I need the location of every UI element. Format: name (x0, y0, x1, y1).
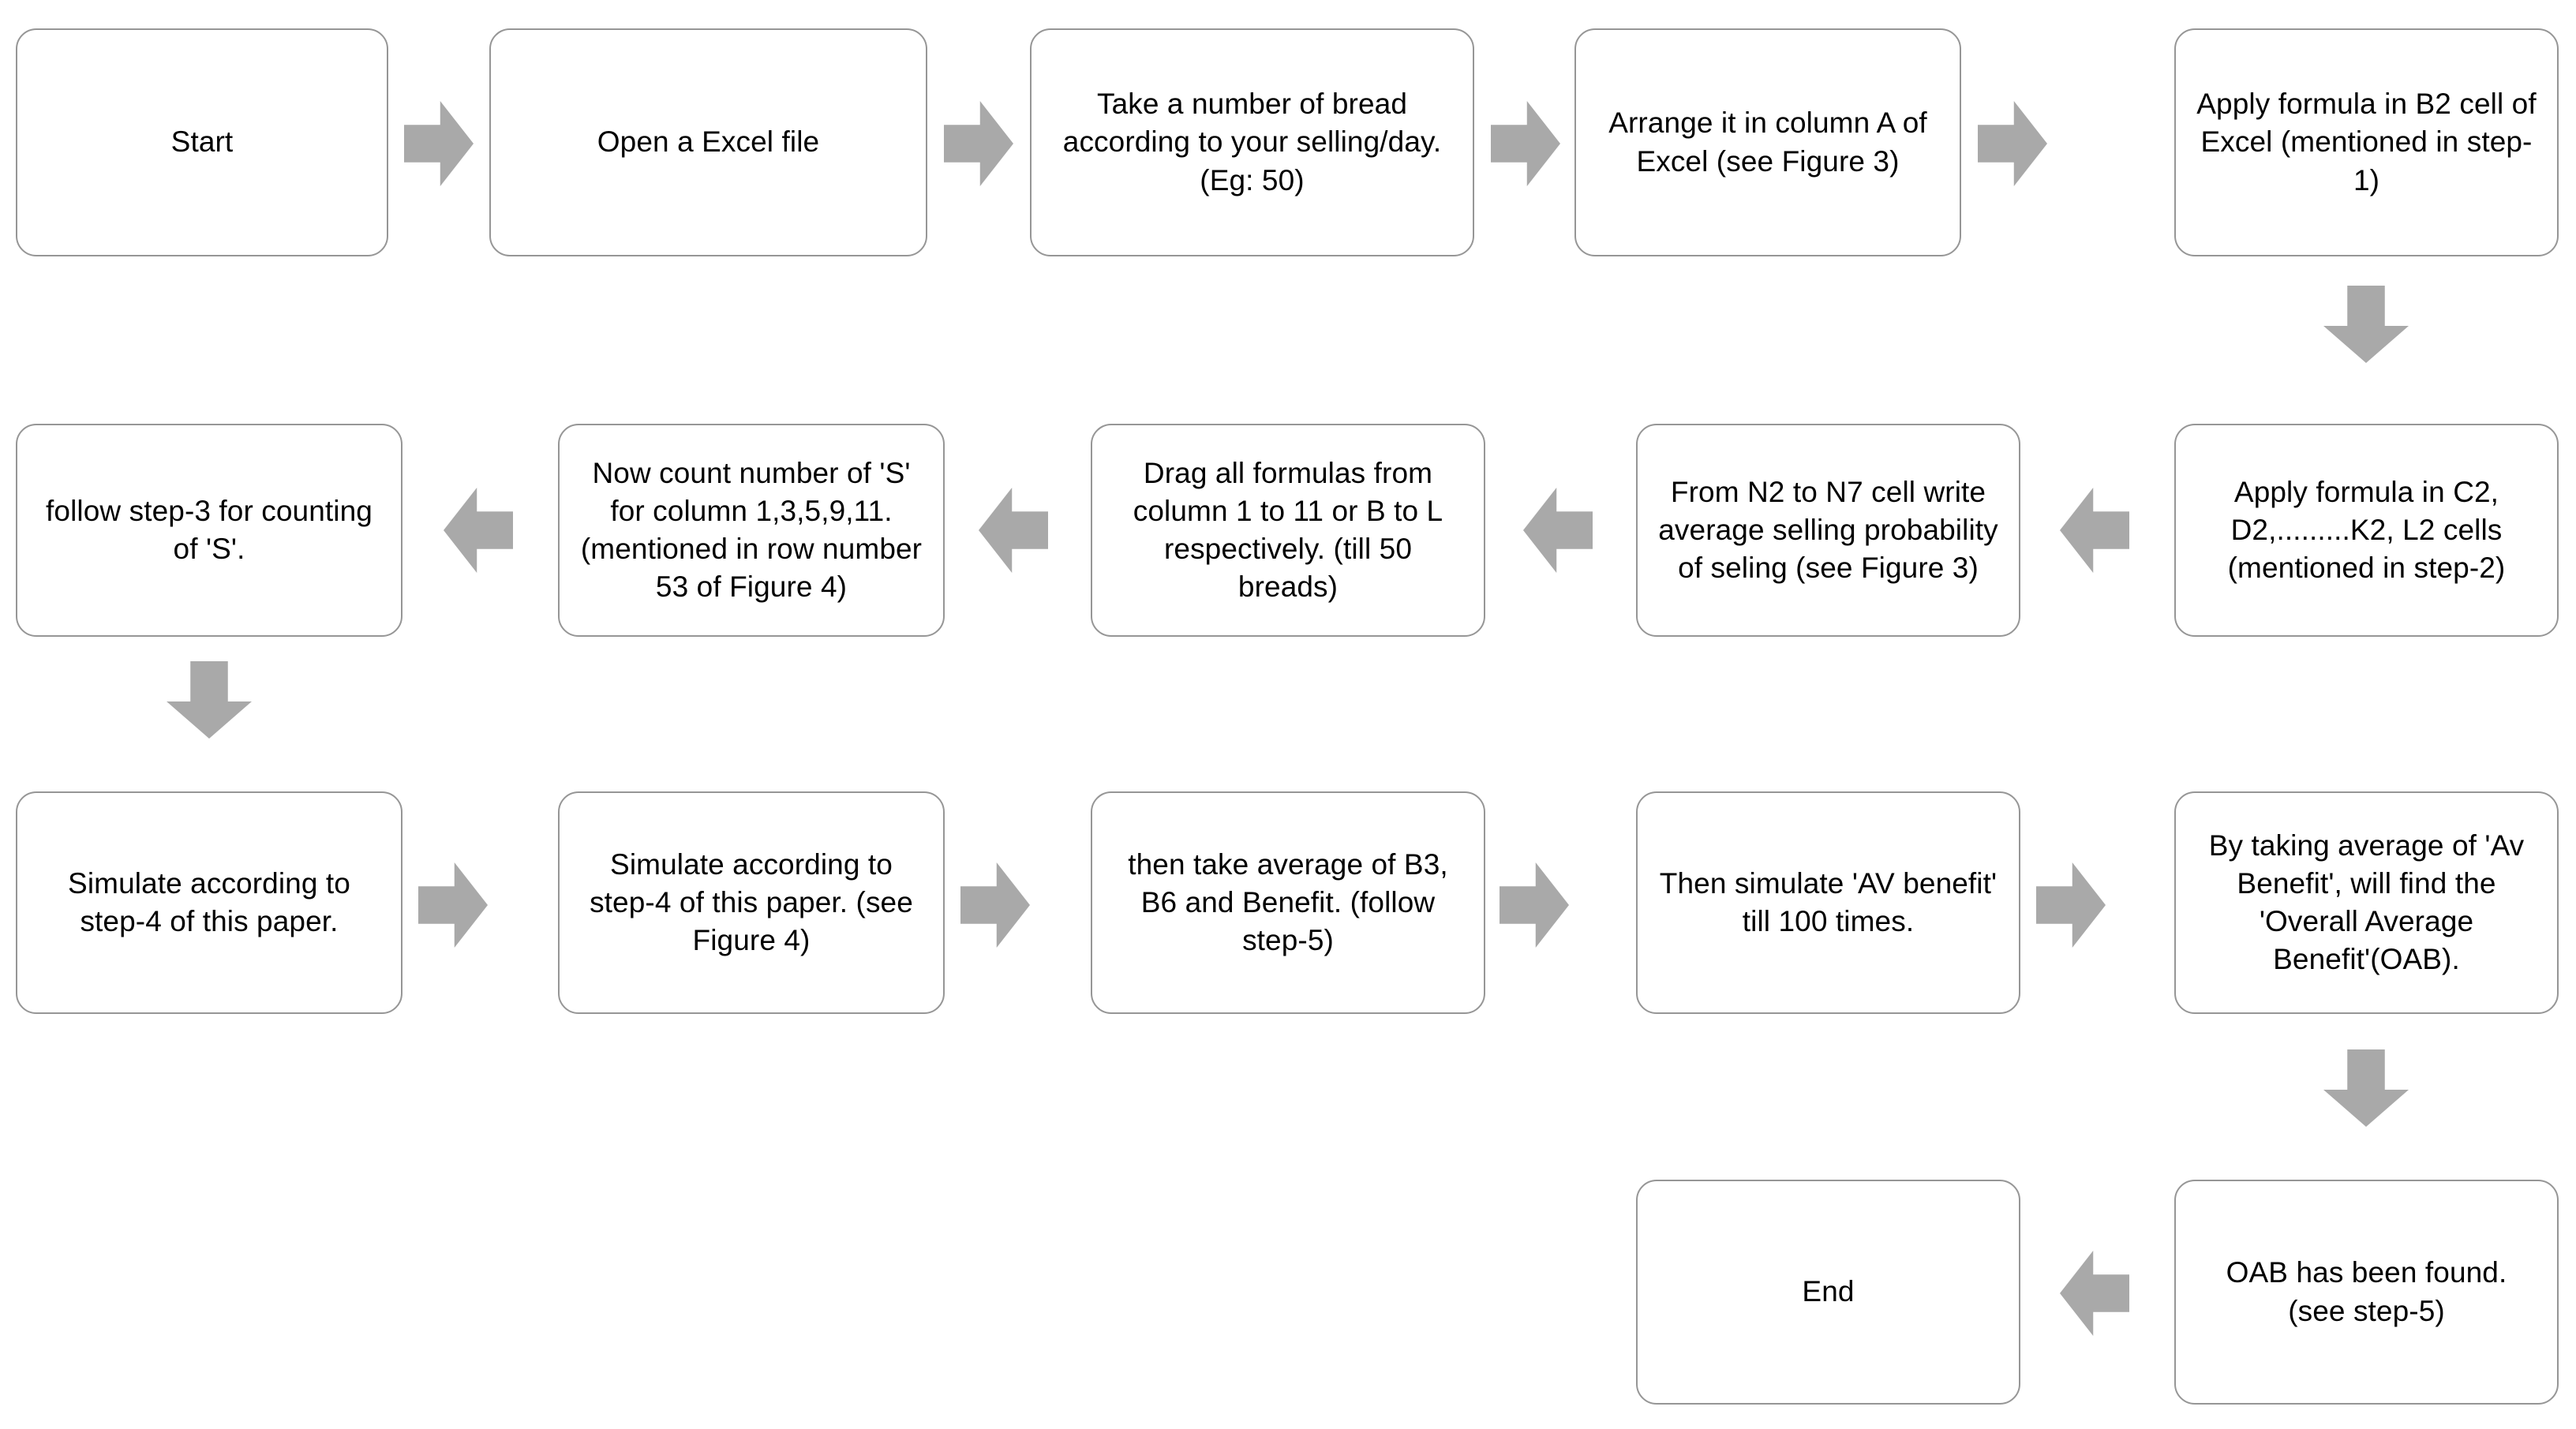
connector-arrow-right (960, 862, 1030, 948)
flow-node-label: Open a Excel file (597, 125, 820, 159)
flow-node-label: Now count number of 'S' for column 1,3,5… (580, 456, 923, 604)
connector-arrow-left (979, 488, 1048, 573)
connector-arrow-down (2323, 1049, 2409, 1127)
flow-node-formula-c2[interactable]: Apply formula in C2, D2,.........K2, L2 … (2174, 424, 2559, 637)
flow-node-label: Apply formula in C2, D2,.........K2, L2 … (2227, 475, 2506, 585)
flow-node-label: Then simulate 'AV benefit' till 100 time… (1659, 866, 1998, 937)
flow-node-avg-prob[interactable]: From N2 to N7 cell write average selling… (1636, 424, 2020, 637)
flow-node-label: OAB has been found. (see step-5) (2226, 1256, 2507, 1327)
connector-arrow-left (2060, 488, 2129, 573)
flow-node-label: then take average of B3, B6 and Benefit.… (1128, 847, 1448, 957)
flow-node-label: End (1802, 1275, 1855, 1308)
flow-node-label: Apply formula in B2 cell of Excel (menti… (2196, 88, 2537, 196)
connector-arrow-down (2323, 286, 2409, 363)
flow-node-label: Drag all formulas from column 1 to 11 or… (1133, 456, 1443, 604)
flow-node-avg-b3b6[interactable]: then take average of B3, B6 and Benefit.… (1091, 791, 1485, 1014)
flow-node-open-excel[interactable]: Open a Excel file (489, 28, 927, 256)
flow-node-label: Simulate according to step-4 of this pap… (68, 866, 350, 937)
flow-node-end[interactable]: End (1636, 1180, 2020, 1405)
flow-node-oab-calc[interactable]: By taking average of 'Av Benefit', will … (2174, 791, 2559, 1014)
flow-node-oab-found[interactable]: OAB has been found. (see step-5) (2174, 1180, 2559, 1405)
flow-node-label: Start (170, 125, 234, 159)
flow-node-label: By taking average of 'Av Benefit', will … (2208, 829, 2525, 976)
connector-arrow-right (418, 862, 488, 948)
flow-node-drag[interactable]: Drag all formulas from column 1 to 11 or… (1091, 424, 1485, 637)
connector-arrow-right (1500, 862, 1569, 948)
connector-arrow-right (1978, 101, 2047, 186)
flow-node-label: Arrange it in column A of Excel (see Fig… (1608, 107, 1927, 178)
connector-arrow-down (167, 661, 252, 739)
flow-node-formula-b2[interactable]: Apply formula in B2 cell of Excel (menti… (2174, 28, 2559, 256)
flow-node-follow-s[interactable]: follow step-3 for counting of 'S'. (16, 424, 402, 637)
flow-node-sim-fig4[interactable]: Simulate according to step-4 of this pap… (558, 791, 945, 1014)
flow-node-arrange-col[interactable]: Arrange it in column A of Excel (see Fig… (1574, 28, 1961, 256)
flow-node-label: Take a number of bread according to your… (1062, 88, 1442, 196)
flow-node-label: From N2 to N7 cell write average selling… (1658, 475, 1998, 585)
flow-node-sim-av100[interactable]: Then simulate 'AV benefit' till 100 time… (1636, 791, 2020, 1014)
flow-node-label: Simulate according to step-4 of this pap… (590, 847, 913, 957)
connector-arrow-right (2036, 862, 2106, 948)
connector-arrow-right (944, 101, 1013, 186)
connector-arrow-left (1523, 488, 1593, 573)
flow-node-count-s[interactable]: Now count number of 'S' for column 1,3,5… (558, 424, 945, 637)
flow-node-sim-step4[interactable]: Simulate according to step-4 of this pap… (16, 791, 402, 1014)
flow-node-label: follow step-3 for counting of 'S'. (46, 494, 373, 565)
connector-arrow-left (2060, 1251, 2129, 1336)
connector-arrow-right (1491, 101, 1560, 186)
flow-node-take-bread[interactable]: Take a number of bread according to your… (1030, 28, 1474, 256)
connector-arrow-left (444, 488, 513, 573)
flow-node-start[interactable]: Start (16, 28, 388, 256)
connector-arrow-right (404, 101, 474, 186)
